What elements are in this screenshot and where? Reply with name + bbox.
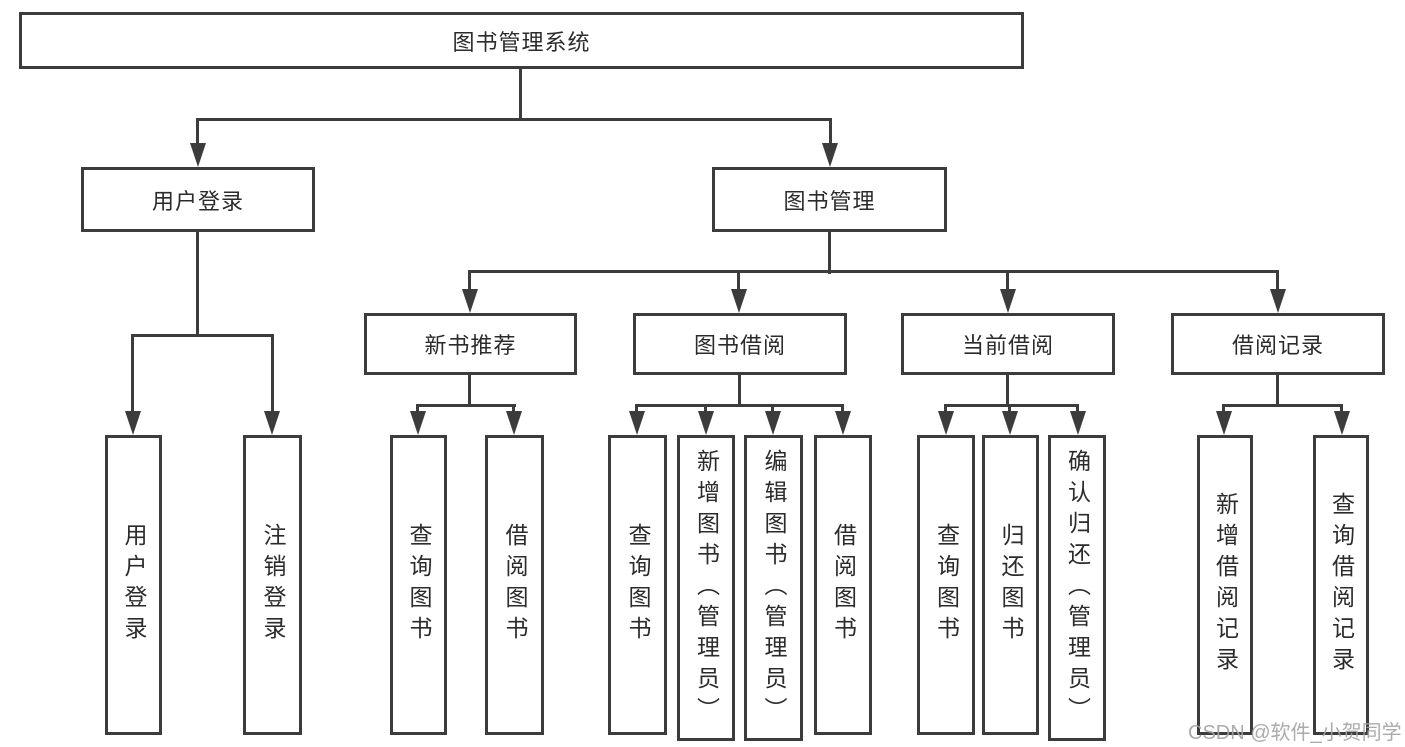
node-borrow-records: 借阅记录 (1171, 313, 1385, 375)
leaf-logout: 注销登录 (243, 435, 302, 735)
node-root: 图书管理系统 (19, 12, 1024, 69)
connector-drop-g3c1 (1340, 404, 1343, 414)
connector-book-borrow-bus (636, 404, 843, 407)
leaf-query-books-3-label: 查询图书 (933, 523, 960, 647)
leaf-query-books-1-label: 查询图书 (406, 523, 432, 647)
leaf-add-books-admin-label: 新增图书（管理员） (693, 448, 720, 728)
leaf-borrow-books-1: 借阅图书 (485, 435, 544, 735)
arrow-g2c0 (938, 411, 954, 435)
arrow-logout (264, 411, 280, 435)
node-current-borrow: 当前借阅 (901, 313, 1115, 375)
leaf-query-books-2-label: 查询图书 (625, 523, 651, 647)
connector-drop-group-new-books (468, 270, 471, 292)
leaf-add-books-admin: 新增图书（管理员） (677, 435, 735, 741)
connector-borrow-records-bus (1223, 404, 1342, 407)
arrow-book-mgmt (822, 143, 838, 167)
node-current-borrow-label: 当前借阅 (961, 333, 1054, 358)
node-user-login: 用户登录 (81, 167, 315, 232)
connector-drop-g1c1 (704, 404, 707, 414)
arrow-g2c2 (1070, 411, 1086, 435)
connector-current-borrow-stem (1006, 375, 1009, 407)
connector-borrow-records-stem (1276, 375, 1279, 407)
leaf-return-books: 归还图书 (982, 435, 1039, 735)
connector-drop-g2c0 (944, 404, 947, 414)
connector-drop-g0c0 (416, 404, 419, 414)
connector-groups-bus (469, 270, 1279, 273)
leaf-user-login: 用户登录 (105, 435, 162, 735)
connector-new-books-stem (468, 375, 471, 407)
arrow-g1c2 (765, 411, 781, 435)
arrow-g3c0 (1216, 411, 1232, 435)
connector-user-login-bus (132, 334, 274, 337)
connector-new-books-bus (417, 404, 516, 407)
arrow-login (125, 411, 141, 435)
connector-drop-g1c0 (635, 404, 638, 414)
node-new-books: 新书推荐 (364, 313, 577, 375)
arrow-g1c1 (698, 411, 714, 435)
node-new-books-label: 新书推荐 (424, 333, 517, 358)
leaf-logout-label: 注销登录 (260, 523, 286, 647)
leaf-edit-books-admin: 编辑图书（管理员） (744, 435, 803, 741)
node-root-label: 图书管理系统 (452, 29, 591, 55)
leaf-add-borrow-record: 新增借阅记录 (1197, 435, 1253, 735)
connector-drop-g3c0 (1222, 404, 1225, 414)
arrow-g3c1 (1334, 411, 1350, 435)
arrow-g2c1 (1002, 411, 1018, 435)
leaf-query-books-2: 查询图书 (608, 435, 667, 735)
connector-drop-logout (271, 334, 274, 414)
connector-drop-group-current (1006, 270, 1009, 292)
connector-root-stem (519, 69, 522, 121)
leaf-query-books-1: 查询图书 (390, 435, 447, 735)
leaf-add-borrow-record-label: 新增借阅记录 (1212, 492, 1239, 678)
node-book-borrow: 图书借阅 (633, 313, 847, 375)
arrow-g0c1 (506, 411, 522, 435)
leaf-confirm-return-admin-label: 确认归还（管理员） (1064, 448, 1091, 728)
leaf-return-books-label: 归还图书 (998, 523, 1024, 647)
connector-user-login-stem (196, 232, 199, 337)
connector-book-mgmt-stem (828, 232, 831, 274)
arrow-group-current (1000, 289, 1016, 313)
leaf-edit-books-admin-label: 编辑图书（管理员） (761, 448, 787, 728)
arrow-group-new-books (462, 289, 478, 313)
leaf-borrow-books-2-label: 借阅图书 (830, 523, 857, 647)
node-book-mgmt: 图书管理 (712, 167, 947, 232)
arrow-g1c0 (629, 411, 645, 435)
arrow-g1c3 (835, 411, 851, 435)
arrow-group-borrow (731, 289, 747, 313)
connector-level2-bus (198, 118, 831, 121)
node-borrow-records-label: 借阅记录 (1231, 333, 1324, 358)
leaf-user-login-label: 用户登录 (121, 523, 147, 647)
arrow-user-login (190, 143, 206, 167)
connector-current-borrow-bus (945, 404, 1079, 407)
connector-drop-book-mgmt (829, 118, 832, 146)
connector-drop-g1c3 (841, 404, 844, 414)
connector-drop-g0c1 (512, 404, 515, 414)
leaf-borrow-books-1-label: 借阅图书 (502, 523, 528, 647)
leaf-query-borrow-record: 查询借阅记录 (1313, 435, 1369, 735)
connector-drop-g1c2 (771, 404, 774, 414)
leaf-confirm-return-admin: 确认归还（管理员） (1048, 435, 1106, 741)
connector-drop-g2c2 (1076, 404, 1079, 414)
connector-drop-group-borrow (737, 270, 740, 292)
arrow-g0c0 (410, 411, 426, 435)
connector-drop-group-records (1276, 270, 1279, 292)
connector-drop-g2c1 (1008, 404, 1011, 414)
node-book-mgmt-label: 图书管理 (783, 188, 876, 214)
leaf-query-books-3: 查询图书 (917, 435, 975, 735)
csdn-watermark: CSDN @软件_小贺同学 (1188, 722, 1402, 744)
leaf-borrow-books-2: 借阅图书 (814, 435, 872, 735)
leaf-query-borrow-record-label: 查询借阅记录 (1328, 492, 1355, 678)
node-user-login-label: 用户登录 (151, 188, 244, 214)
connector-drop-login (131, 334, 134, 414)
connector-book-borrow-stem (738, 375, 741, 407)
node-book-borrow-label: 图书借阅 (693, 333, 786, 358)
arrow-group-records (1270, 289, 1286, 313)
connector-drop-user-login (196, 118, 199, 146)
